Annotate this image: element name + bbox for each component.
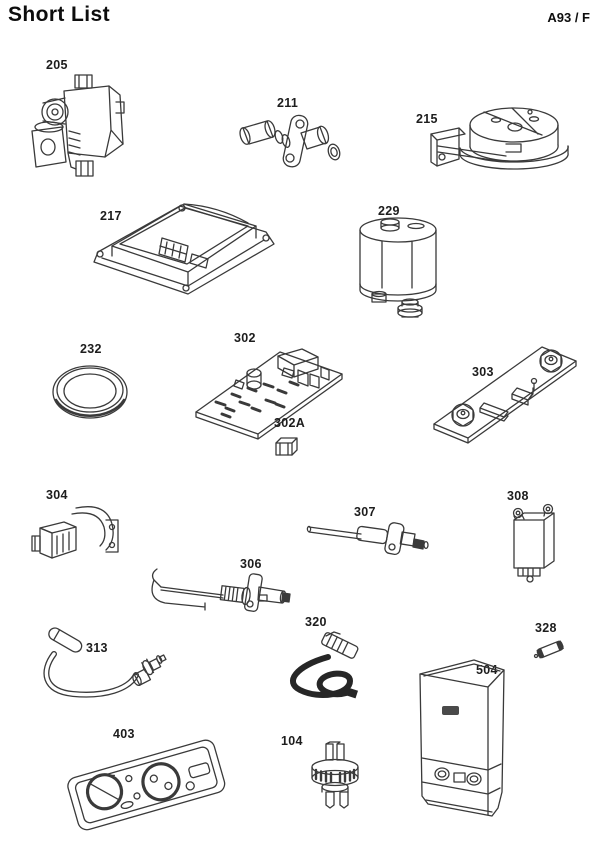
part-number-label: 232 bbox=[80, 342, 102, 356]
mounting-clip-illustration bbox=[31, 506, 119, 559]
part-302A-figure: 302A bbox=[262, 414, 314, 458]
part-306-figure: 306 bbox=[145, 545, 293, 613]
part-211-figure: 211 bbox=[235, 96, 345, 174]
ignition-electrode-illustration bbox=[151, 568, 291, 612]
control-board-illustration bbox=[433, 346, 577, 444]
seal-ring-illustration bbox=[52, 365, 128, 419]
fuse-illustration bbox=[533, 640, 564, 659]
part-205-figure: 205 bbox=[18, 56, 148, 188]
part-303-figure: 303 bbox=[430, 336, 580, 450]
part-320-figure: 320 bbox=[278, 608, 378, 706]
ignition-transformer-illustration bbox=[512, 503, 555, 583]
part-215-figure: 215 bbox=[408, 98, 576, 184]
part-number-label: 313 bbox=[86, 641, 108, 655]
part-304-figure: 304 bbox=[30, 482, 130, 570]
part-313-figure: 313 bbox=[35, 615, 170, 710]
gasket-set-illustration bbox=[67, 739, 226, 831]
page-title: Short List bbox=[8, 3, 110, 26]
part-307-figure: 307 bbox=[300, 498, 435, 560]
document-code: A93 / F bbox=[547, 10, 590, 25]
front-casing-illustration bbox=[419, 659, 505, 817]
part-302-figure: 302 bbox=[192, 326, 350, 440]
part-number-label: 403 bbox=[113, 727, 135, 741]
part-number-label: 308 bbox=[507, 489, 529, 503]
part-number-label: 302 bbox=[234, 331, 256, 345]
part-number-label: 104 bbox=[281, 734, 303, 748]
part-number-label: 229 bbox=[378, 204, 400, 218]
part-number-label: 304 bbox=[46, 488, 68, 502]
part-308-figure: 308 bbox=[500, 482, 568, 583]
part-403-figure: 403 bbox=[62, 718, 232, 831]
gas-valve-illustration bbox=[31, 74, 125, 177]
part-number-label: 307 bbox=[354, 505, 376, 519]
part-104-figure: 104 bbox=[268, 722, 368, 812]
part-number-label: 328 bbox=[535, 621, 557, 635]
burner-module-illustration bbox=[93, 203, 275, 295]
part-number-label: 205 bbox=[46, 58, 68, 72]
fuse-holder-illustration bbox=[275, 437, 298, 456]
condensate-trap-illustration bbox=[359, 217, 437, 318]
part-328-figure: 328 bbox=[528, 612, 576, 660]
injector-venturi-illustration bbox=[239, 114, 341, 168]
part-number-label: 320 bbox=[305, 615, 327, 629]
part-number-label: 211 bbox=[277, 96, 299, 110]
part-232-figure: 232 bbox=[48, 338, 134, 430]
sensing-electrode-illustration bbox=[306, 522, 429, 556]
part-number-label: 302A bbox=[274, 416, 306, 430]
part-504-figure: 504 bbox=[402, 644, 574, 834]
part-number-label: 303 bbox=[472, 365, 494, 379]
part-number-label: 215 bbox=[416, 112, 438, 126]
part-number-label: 306 bbox=[240, 557, 262, 571]
main-pcb-illustration bbox=[195, 348, 343, 440]
part-217-figure: 217 bbox=[88, 186, 278, 304]
part-229-figure: 229 bbox=[352, 200, 452, 322]
part-number-label: 217 bbox=[100, 209, 122, 223]
ignition-cable-illustration bbox=[290, 631, 359, 699]
sensor-cable-illustration bbox=[43, 627, 167, 698]
pressure-sensor-illustration bbox=[311, 741, 359, 809]
fan-illustration bbox=[430, 107, 569, 170]
